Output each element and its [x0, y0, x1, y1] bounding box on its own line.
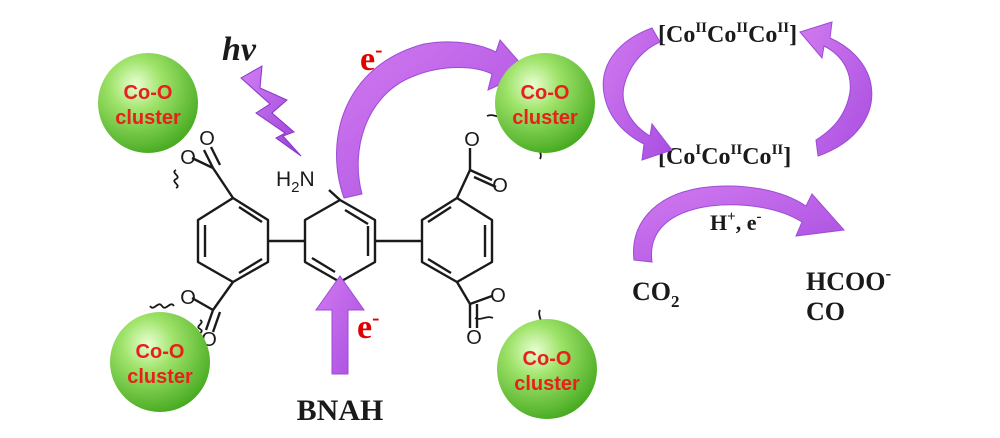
- cobalt-state-reduced: [CoICoIICoII]: [658, 142, 791, 170]
- oxygen-atoms: O O O O O O O O: [180, 128, 508, 351]
- product-co: CO: [806, 297, 845, 326]
- cluster-label-line2: cluster: [115, 107, 181, 129]
- oxygen-atom: O: [464, 129, 480, 151]
- co-o-cluster-bottom-left: Co-O cluster: [110, 312, 210, 412]
- oxygen-atom: O: [180, 147, 196, 169]
- electron-bottom-label: e-: [357, 305, 379, 346]
- reduction-label: H+, e-: [710, 209, 761, 235]
- cluster-label-line2: cluster: [127, 366, 193, 388]
- redox-cycle-arrow-left: [602, 27, 673, 161]
- oxygen-atom: O: [180, 287, 196, 309]
- cluster-label-line1: Co-O: [136, 341, 185, 363]
- linker-skeleton: [191, 146, 497, 333]
- product-formate: HCOO-: [806, 264, 891, 296]
- co-o-cluster-bottom-right: Co-O cluster: [497, 319, 597, 419]
- cluster-sphere: [495, 53, 595, 153]
- electron-top-label: e-: [360, 37, 382, 78]
- oxygen-atom: O: [199, 128, 215, 150]
- cluster-label-line2: cluster: [512, 107, 578, 129]
- redox-cycle-arrow-right: [799, 21, 873, 157]
- electron-donor-arrow: [315, 275, 365, 375]
- co-o-cluster-top-right: Co-O cluster: [495, 53, 595, 153]
- cluster-sphere: [497, 319, 597, 419]
- cluster-label-line1: Co-O: [521, 82, 570, 104]
- donor-label: BNAH: [297, 394, 384, 427]
- cluster-sphere: [98, 53, 198, 153]
- amine-label: H2N: [276, 168, 315, 196]
- co2-reduction-arrow: [633, 185, 846, 263]
- cobalt-state-oxidized: [CoIICoIICoII]: [658, 20, 797, 48]
- light-label: hv: [222, 31, 257, 68]
- substrate-label: CO2: [632, 277, 680, 311]
- oxygen-atom: O: [490, 285, 506, 307]
- lightning-bolt-icon: [240, 65, 302, 157]
- oxygen-atom: O: [466, 327, 482, 349]
- cluster-label-line2: cluster: [514, 373, 580, 395]
- cluster-label-line1: Co-O: [124, 82, 173, 104]
- cluster-label-line1: Co-O: [523, 348, 572, 370]
- oxygen-atom: O: [492, 175, 508, 197]
- cluster-sphere: [110, 312, 210, 412]
- co-o-cluster-top-left: Co-O cluster: [98, 53, 198, 153]
